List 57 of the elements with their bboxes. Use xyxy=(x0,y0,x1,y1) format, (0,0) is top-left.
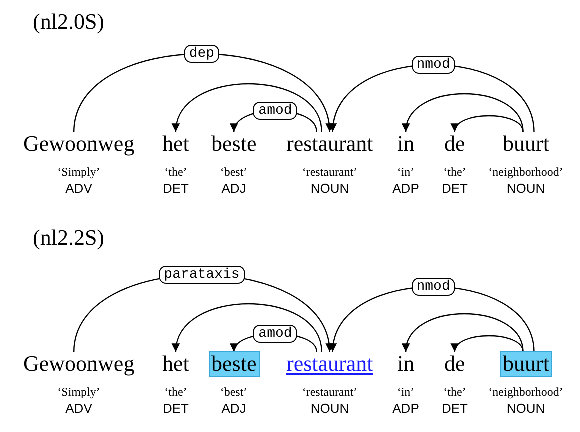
edge-label: amod xyxy=(254,102,298,120)
gloss-text: ‘restaurant’ xyxy=(302,166,358,179)
gloss-text: ‘in’ xyxy=(397,386,415,399)
pos-tag: DET xyxy=(442,402,468,416)
gloss-text: ‘the’ xyxy=(444,166,466,179)
pos-tag: ADV xyxy=(66,182,92,196)
gloss-text: ‘the’ xyxy=(444,386,466,399)
word: Gewoonweg xyxy=(22,352,137,376)
pos-tag: NOUN xyxy=(310,182,350,196)
example-id: (nl2.0S) xyxy=(33,10,104,34)
edge-label: nmod xyxy=(412,278,456,296)
pos-tag: NOUN xyxy=(506,182,546,196)
word: in xyxy=(396,132,417,156)
dependency-arc xyxy=(453,335,524,352)
word: het xyxy=(160,132,192,156)
highlighted-word: buurt xyxy=(501,352,552,376)
dependency-arc xyxy=(404,313,524,352)
pos-tag: NOUN xyxy=(506,402,546,416)
word: de xyxy=(442,352,468,376)
highlighted-word: beste xyxy=(210,352,259,376)
gloss-text: ‘Simply’ xyxy=(58,166,100,179)
pos-tag: ADJ xyxy=(222,182,246,196)
gloss-text: ‘best’ xyxy=(220,386,248,399)
gloss-text: ‘in’ xyxy=(397,166,415,179)
pos-tag: DET xyxy=(163,402,189,416)
dependency-arc xyxy=(173,83,322,132)
gloss-text: ‘neighborhood’ xyxy=(488,166,564,179)
edge-label: dep xyxy=(184,45,220,63)
word: het xyxy=(160,352,192,376)
edge-label: amod xyxy=(254,325,298,343)
pos-tag: DET xyxy=(442,182,468,196)
word: de xyxy=(442,132,468,156)
pos-tag: ADJ xyxy=(222,402,246,416)
pos-tag: NOUN xyxy=(310,402,350,416)
pos-tag: DET xyxy=(163,182,189,196)
word-link: restaurant xyxy=(284,352,376,376)
example-id: (nl2.2S) xyxy=(33,226,104,250)
pos-tag: ADP xyxy=(392,402,420,416)
edge-label: parataxis xyxy=(159,266,245,284)
edge-label: nmod xyxy=(412,56,456,74)
word: beste xyxy=(210,132,259,156)
dependency-arc xyxy=(453,115,524,132)
gloss-text: ‘the’ xyxy=(164,386,188,399)
word: restaurant xyxy=(284,132,376,156)
gloss-text: ‘Simply’ xyxy=(58,386,100,399)
gloss-text: ‘neighborhood’ xyxy=(488,386,564,399)
word: in xyxy=(396,352,417,376)
word: buurt xyxy=(501,132,552,156)
word: Gewoonweg xyxy=(22,132,137,156)
dependency-arc xyxy=(74,54,332,132)
gloss-text: ‘the’ xyxy=(164,166,188,179)
pos-tag: ADP xyxy=(392,182,420,196)
pos-tag: ADV xyxy=(66,402,92,416)
dependency-arc xyxy=(404,93,524,132)
gloss-text: ‘restaurant’ xyxy=(302,386,358,399)
gloss-text: ‘best’ xyxy=(220,166,248,179)
dependency-arc xyxy=(173,303,322,352)
